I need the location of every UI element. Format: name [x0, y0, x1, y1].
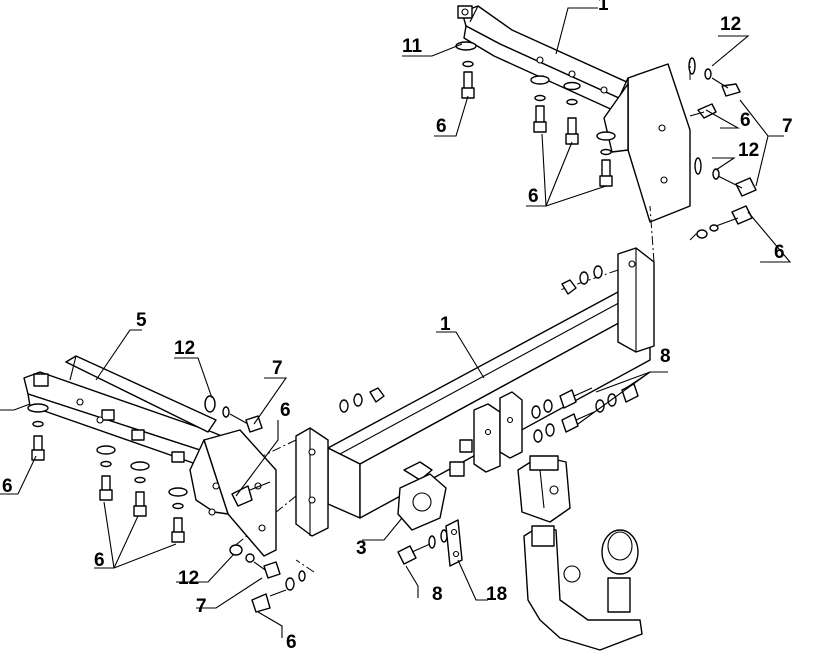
left-bolt-stack-a	[27, 403, 49, 461]
label-8-right: 8	[660, 346, 671, 367]
bracket-18	[445, 519, 463, 567]
label-6-bottom: 6	[286, 632, 297, 653]
label-11: 11	[402, 36, 423, 57]
label-6-left-bolt: 6	[2, 476, 13, 497]
label-12-bottom: 12	[178, 568, 199, 589]
leader-lines	[0, 7, 792, 638]
removable-ball-hitch	[523, 525, 643, 651]
label-18: 18	[486, 584, 507, 605]
label-6-right: 6	[774, 242, 785, 263]
left-bolts	[204, 395, 315, 613]
label-7-top: 7	[782, 116, 793, 137]
right-bolts	[688, 57, 757, 241]
left-side-bracket	[23, 355, 247, 477]
top-bolt-stack-11	[455, 41, 477, 99]
main-cross-beam	[295, 247, 655, 537]
label-1-main: 1	[440, 314, 451, 335]
label-12-mid: 12	[738, 140, 759, 161]
label-1-top: 1	[598, 0, 609, 15]
label-6-mid: 6	[280, 400, 291, 421]
label-3: 3	[356, 538, 367, 559]
label-6-top-bolt: 6	[436, 116, 447, 137]
label-7-bottom: 7	[196, 596, 207, 617]
left-bolt-stack-c	[130, 461, 150, 517]
label-8-bottom: 8	[432, 584, 443, 605]
part-labels: 1 11 12 7 6 12 6 6 6 1 5 12 7 6 6 6 12 7…	[2, 0, 793, 653]
top-bolt-stack-a	[530, 75, 550, 133]
label-12-left: 12	[174, 338, 195, 359]
hitch-receiver	[517, 455, 571, 523]
right-side-bracket	[457, 5, 641, 117]
label-6-top-group: 6	[528, 186, 539, 207]
centerline-right	[649, 205, 655, 263]
bolt-8-assembly	[397, 529, 448, 565]
left-bolt-stack-b	[96, 445, 116, 501]
top-bolt-stack-b	[563, 81, 581, 145]
socket-plate	[397, 473, 447, 531]
beam-left-nuts	[339, 387, 385, 413]
label-6-left-group: 6	[94, 550, 105, 571]
beam-right-nuts	[561, 265, 603, 295]
label-7-mid: 7	[272, 358, 283, 379]
label-12-top: 12	[720, 14, 741, 35]
left-bolt-stack-d	[168, 487, 188, 543]
label-6-top-right: 6	[740, 110, 751, 131]
label-5: 5	[136, 310, 147, 331]
center-hitch-bracket	[403, 391, 523, 481]
